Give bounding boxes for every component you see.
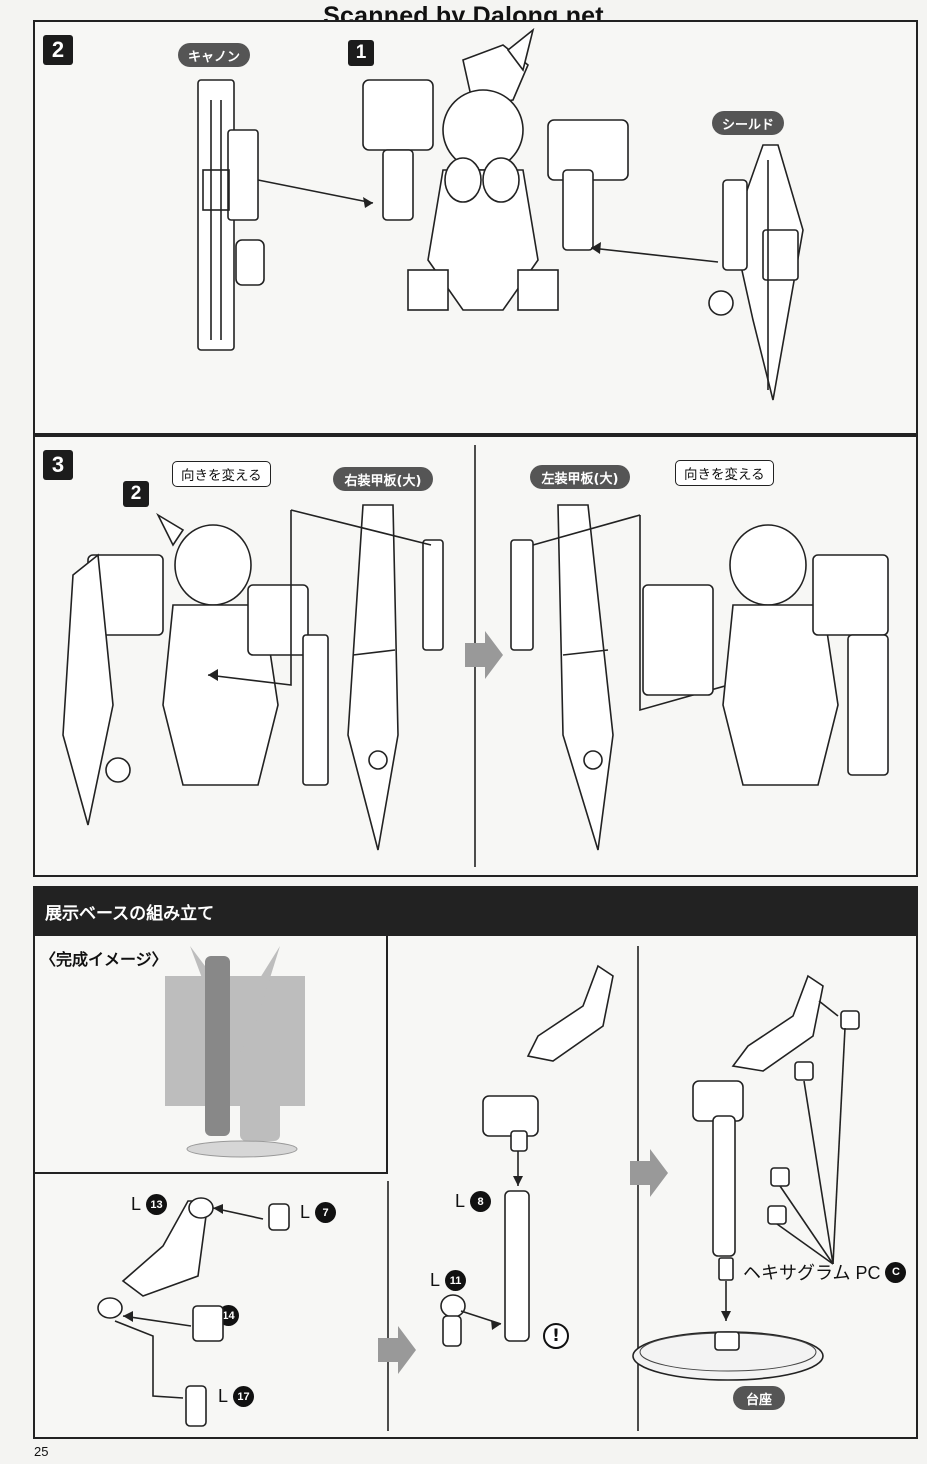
step2-substep-ref: 1 bbox=[348, 40, 374, 66]
step2-number: 2 bbox=[43, 35, 73, 65]
part-label-l17: L 17 bbox=[218, 1386, 255, 1407]
base-stand-assembly bbox=[632, 974, 860, 1381]
cannon-label: キャノン bbox=[178, 43, 250, 67]
step3-number: 3 bbox=[43, 450, 73, 480]
part-number-badge: 7 bbox=[315, 1202, 337, 1223]
part-letter: L bbox=[218, 1386, 229, 1406]
base-parts-illustration bbox=[97, 964, 860, 1427]
shield-part bbox=[708, 144, 804, 401]
part-number-badge: 13 bbox=[146, 1194, 168, 1215]
caution-icon: ! bbox=[543, 1323, 569, 1349]
part-letter: L bbox=[430, 1270, 441, 1290]
part-letter: L bbox=[131, 1194, 142, 1214]
figure-back-right bbox=[642, 524, 889, 786]
left-armor-label: 左装甲板(大) bbox=[530, 465, 630, 489]
part-label-l7: L 7 bbox=[300, 1202, 337, 1223]
base-assembly-title: 展示ベースの組み立て bbox=[33, 886, 918, 936]
step3-substep-ref: 2 bbox=[123, 481, 149, 507]
base-stand-label: 台座 bbox=[733, 1386, 785, 1410]
completion-image-label: 〈完成イメージ〉 bbox=[40, 950, 168, 969]
caution-mark: ! bbox=[552, 1326, 560, 1346]
hexagram-label-text: ヘキサグラム PC bbox=[743, 1263, 881, 1283]
part-number-badge: 17 bbox=[233, 1386, 255, 1407]
part-number-badge: 8 bbox=[470, 1191, 492, 1212]
part-label-l11: L 11 bbox=[430, 1270, 467, 1291]
part-letter: L bbox=[455, 1191, 466, 1211]
figure-body bbox=[362, 27, 629, 311]
completion-image bbox=[165, 946, 305, 1158]
change-direction-note-right: 向きを変える bbox=[675, 460, 774, 486]
cannon-part bbox=[197, 79, 265, 351]
figure-back-left bbox=[62, 512, 329, 826]
base-arm-assembly-a bbox=[97, 1197, 290, 1427]
right-armor-label: 右装甲板(大) bbox=[333, 467, 433, 491]
runner-badge: C bbox=[885, 1261, 907, 1283]
base-arm-assembly-b bbox=[440, 964, 614, 1347]
part-number-badge: 11 bbox=[445, 1270, 467, 1291]
part-label-l13: L 13 bbox=[131, 1194, 168, 1215]
right-armor-plate bbox=[347, 504, 444, 851]
page-number: 25 bbox=[34, 1444, 49, 1459]
step2-illustration bbox=[197, 27, 804, 401]
step3-illustration bbox=[62, 445, 889, 867]
change-direction-note-left: 向きを変える bbox=[172, 461, 271, 487]
part-letter: L bbox=[300, 1202, 311, 1222]
part-label-l8: L 8 bbox=[455, 1191, 492, 1212]
left-armor-plate bbox=[510, 504, 614, 851]
hexagram-pc-label: ヘキサグラム PC C bbox=[743, 1259, 907, 1285]
shield-label: シールド bbox=[712, 111, 784, 135]
